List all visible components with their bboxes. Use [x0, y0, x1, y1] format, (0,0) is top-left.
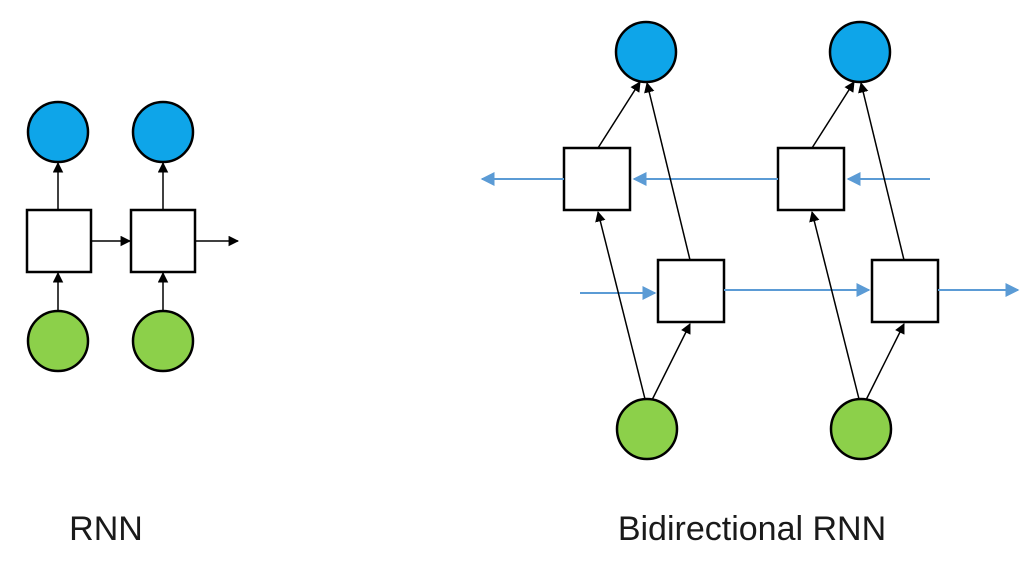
birnn-forward2-to-output2 — [858, 81, 905, 261]
birnn-backward-cell-1 — [562, 146, 632, 212]
rnn-hidden-cell-2 — [129, 208, 197, 274]
rnn-input-node-2 — [131, 309, 195, 373]
birnn-input2-to-forward2 — [865, 323, 905, 401]
birnn-caption: Bidirectional RNN — [618, 510, 886, 548]
rnn-input-node-1 — [26, 309, 90, 373]
rnn-diagram: RNN — [25, 100, 240, 548]
birnn-output-node-2 — [828, 20, 892, 84]
birnn-input-node-2 — [829, 397, 893, 461]
rnn-output-node-2 — [131, 100, 195, 164]
birnn-forward1-to-output1 — [644, 81, 691, 261]
birnn-input1-to-forward1 — [651, 323, 691, 401]
rnn-hidden-cell-1 — [25, 208, 93, 274]
birnn-input2-to-backward2 — [809, 210, 860, 400]
birnn-forward-cell-1 — [656, 258, 726, 324]
birnn-backward-cell-2 — [776, 146, 846, 212]
birnn-backward1-to-output1 — [597, 81, 641, 149]
birnn-backward2-to-output2 — [811, 81, 855, 149]
birnn-input-node-1 — [615, 397, 679, 461]
birnn-forward-cell-2 — [870, 258, 940, 324]
birnn-diagram: Bidirectional RNN — [480, 20, 1020, 548]
rnn-output-node-1 — [26, 100, 90, 164]
rnn-caption: RNN — [69, 510, 143, 548]
birnn-input1-to-backward1 — [595, 210, 646, 400]
birnn-output-node-1 — [614, 20, 678, 84]
